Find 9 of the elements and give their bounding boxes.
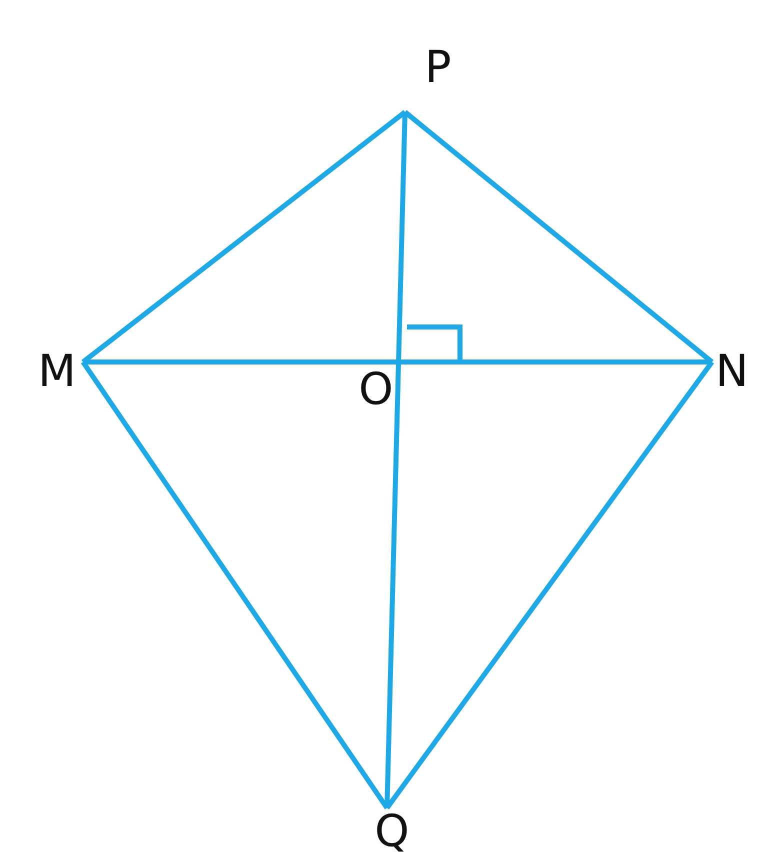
line-segment	[81, 110, 407, 364]
point-label: O	[358, 368, 394, 412]
vertex-label: P	[424, 46, 452, 90]
line-segment	[384, 360, 714, 810]
vertex-label: M	[38, 350, 76, 394]
vertex-label: N	[716, 350, 748, 394]
vertex-label: Q	[374, 810, 410, 854]
line-segment	[80, 360, 390, 810]
line-segment	[403, 110, 714, 364]
